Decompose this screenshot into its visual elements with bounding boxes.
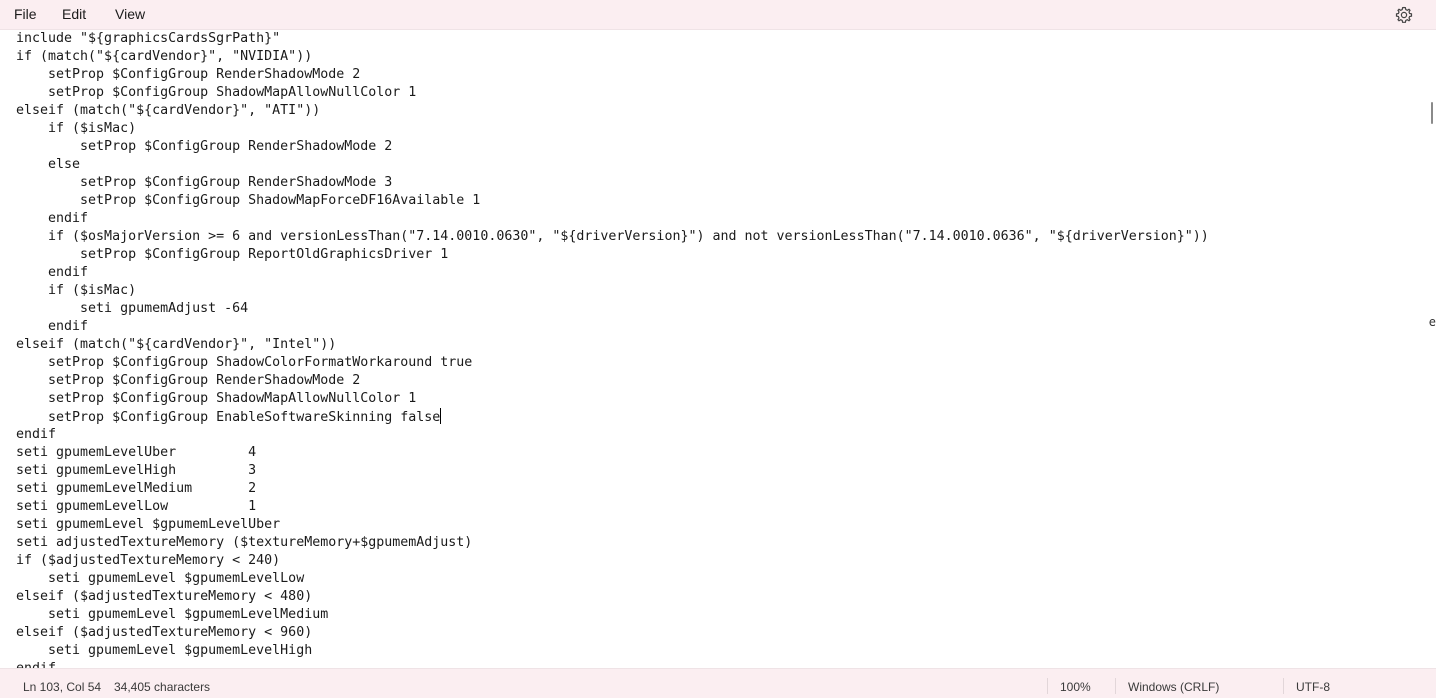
code-line: setProp $ConfigGroup RenderShadowMode 2 — [16, 373, 361, 388]
code-line: setProp $ConfigGroup RenderShadowMode 3 — [16, 175, 393, 190]
code-line: seti gpumemAdjust -64 — [16, 301, 249, 316]
code-line: elseif ($adjustedTextureMemory < 960) — [16, 625, 313, 640]
code-line: if ($isMac) — [16, 283, 137, 298]
code-line: seti gpumemLevelHigh 3 — [16, 463, 257, 478]
menu-view[interactable]: View — [115, 6, 146, 22]
code-line: if (match("${cardVendor}", "NVIDIA")) — [16, 49, 313, 64]
code-line: seti gpumemLevelUber 4 — [16, 445, 257, 460]
scrollbar-thumb[interactable] — [1431, 102, 1433, 124]
line-ending[interactable]: Windows (CRLF) — [1128, 680, 1220, 694]
status-divider — [1047, 678, 1048, 694]
code-line: elseif (match("${cardVendor}", "ATI")) — [16, 103, 321, 118]
status-bar: Ln 103, Col 54 34,405 characters 100% Wi… — [0, 668, 1436, 698]
code-line: seti gpumemLevel $gpumemLevelHigh — [16, 643, 313, 658]
cursor-position: Ln 103, Col 54 — [23, 680, 102, 694]
code-line: if ($isMac) — [16, 121, 137, 136]
code-line: elseif ($adjustedTextureMemory < 480) — [16, 589, 313, 604]
character-count: 34,405 characters — [114, 680, 211, 694]
code-line: elseif (match("${cardVendor}", "Intel")) — [16, 337, 337, 352]
vertical-scrollbar[interactable] — [1427, 30, 1436, 668]
code-line: setProp $ConfigGroup ReportOldGraphicsDr… — [16, 247, 449, 262]
code-line: endif — [16, 660, 1209, 668]
code-line: seti gpumemLevelMedium 2 — [16, 481, 257, 496]
code-line: else — [16, 157, 81, 172]
text-editor-area[interactable]: include "${graphicsCardsSgrPath}" if (mat… — [0, 30, 1427, 668]
overflow-glyph: e — [1428, 315, 1436, 329]
menu-edit[interactable]: Edit — [62, 6, 87, 22]
menu-bar: File Edit View — [0, 0, 1436, 30]
text-caret — [440, 408, 442, 424]
code-line: endif — [16, 319, 89, 334]
code-line: seti gpumemLevel $gpumemLevelMedium — [16, 607, 329, 622]
code-line: setProp $ConfigGroup RenderShadowMode 2 — [16, 67, 361, 82]
code-line: endif — [16, 427, 57, 442]
code-line: setProp $ConfigGroup ShadowMapAllowNullC… — [16, 391, 417, 406]
encoding[interactable]: UTF-8 — [1296, 680, 1330, 694]
gear-icon[interactable] — [1394, 5, 1414, 25]
code-line: seti gpumemLevelLow 1 — [16, 499, 257, 514]
code-line: setProp $ConfigGroup ShadowColorFormatWo… — [16, 355, 473, 370]
code-line: seti gpumemLevel $gpumemLevelLow — [16, 571, 305, 586]
code-line: setProp $ConfigGroup ShadowMapForceDF16A… — [16, 193, 481, 208]
code-line: include "${graphicsCardsSgrPath}" — [16, 31, 281, 46]
code-line: setProp $ConfigGroup RenderShadowMode 2 — [16, 139, 393, 154]
code-text: include "${graphicsCardsSgrPath}" if (mat… — [16, 30, 1209, 668]
zoom-level[interactable]: 100% — [1060, 680, 1091, 694]
code-line: endif — [16, 265, 89, 280]
status-divider — [1115, 678, 1116, 694]
code-line: seti gpumemLevel $gpumemLevelUber — [16, 517, 281, 532]
code-line: setProp $ConfigGroup ShadowMapAllowNullC… — [16, 85, 417, 100]
code-line: setProp $ConfigGroup EnableSoftwareSkinn… — [16, 408, 442, 425]
menu-file[interactable]: File — [14, 6, 37, 22]
code-line: if ($osMajorVersion >= 6 and versionLess… — [16, 229, 1209, 244]
code-line: seti adjustedTextureMemory ($textureMemo… — [16, 535, 473, 550]
code-line: endif — [16, 211, 89, 226]
code-line: if ($adjustedTextureMemory < 240) — [16, 553, 281, 568]
status-divider — [1283, 678, 1284, 694]
